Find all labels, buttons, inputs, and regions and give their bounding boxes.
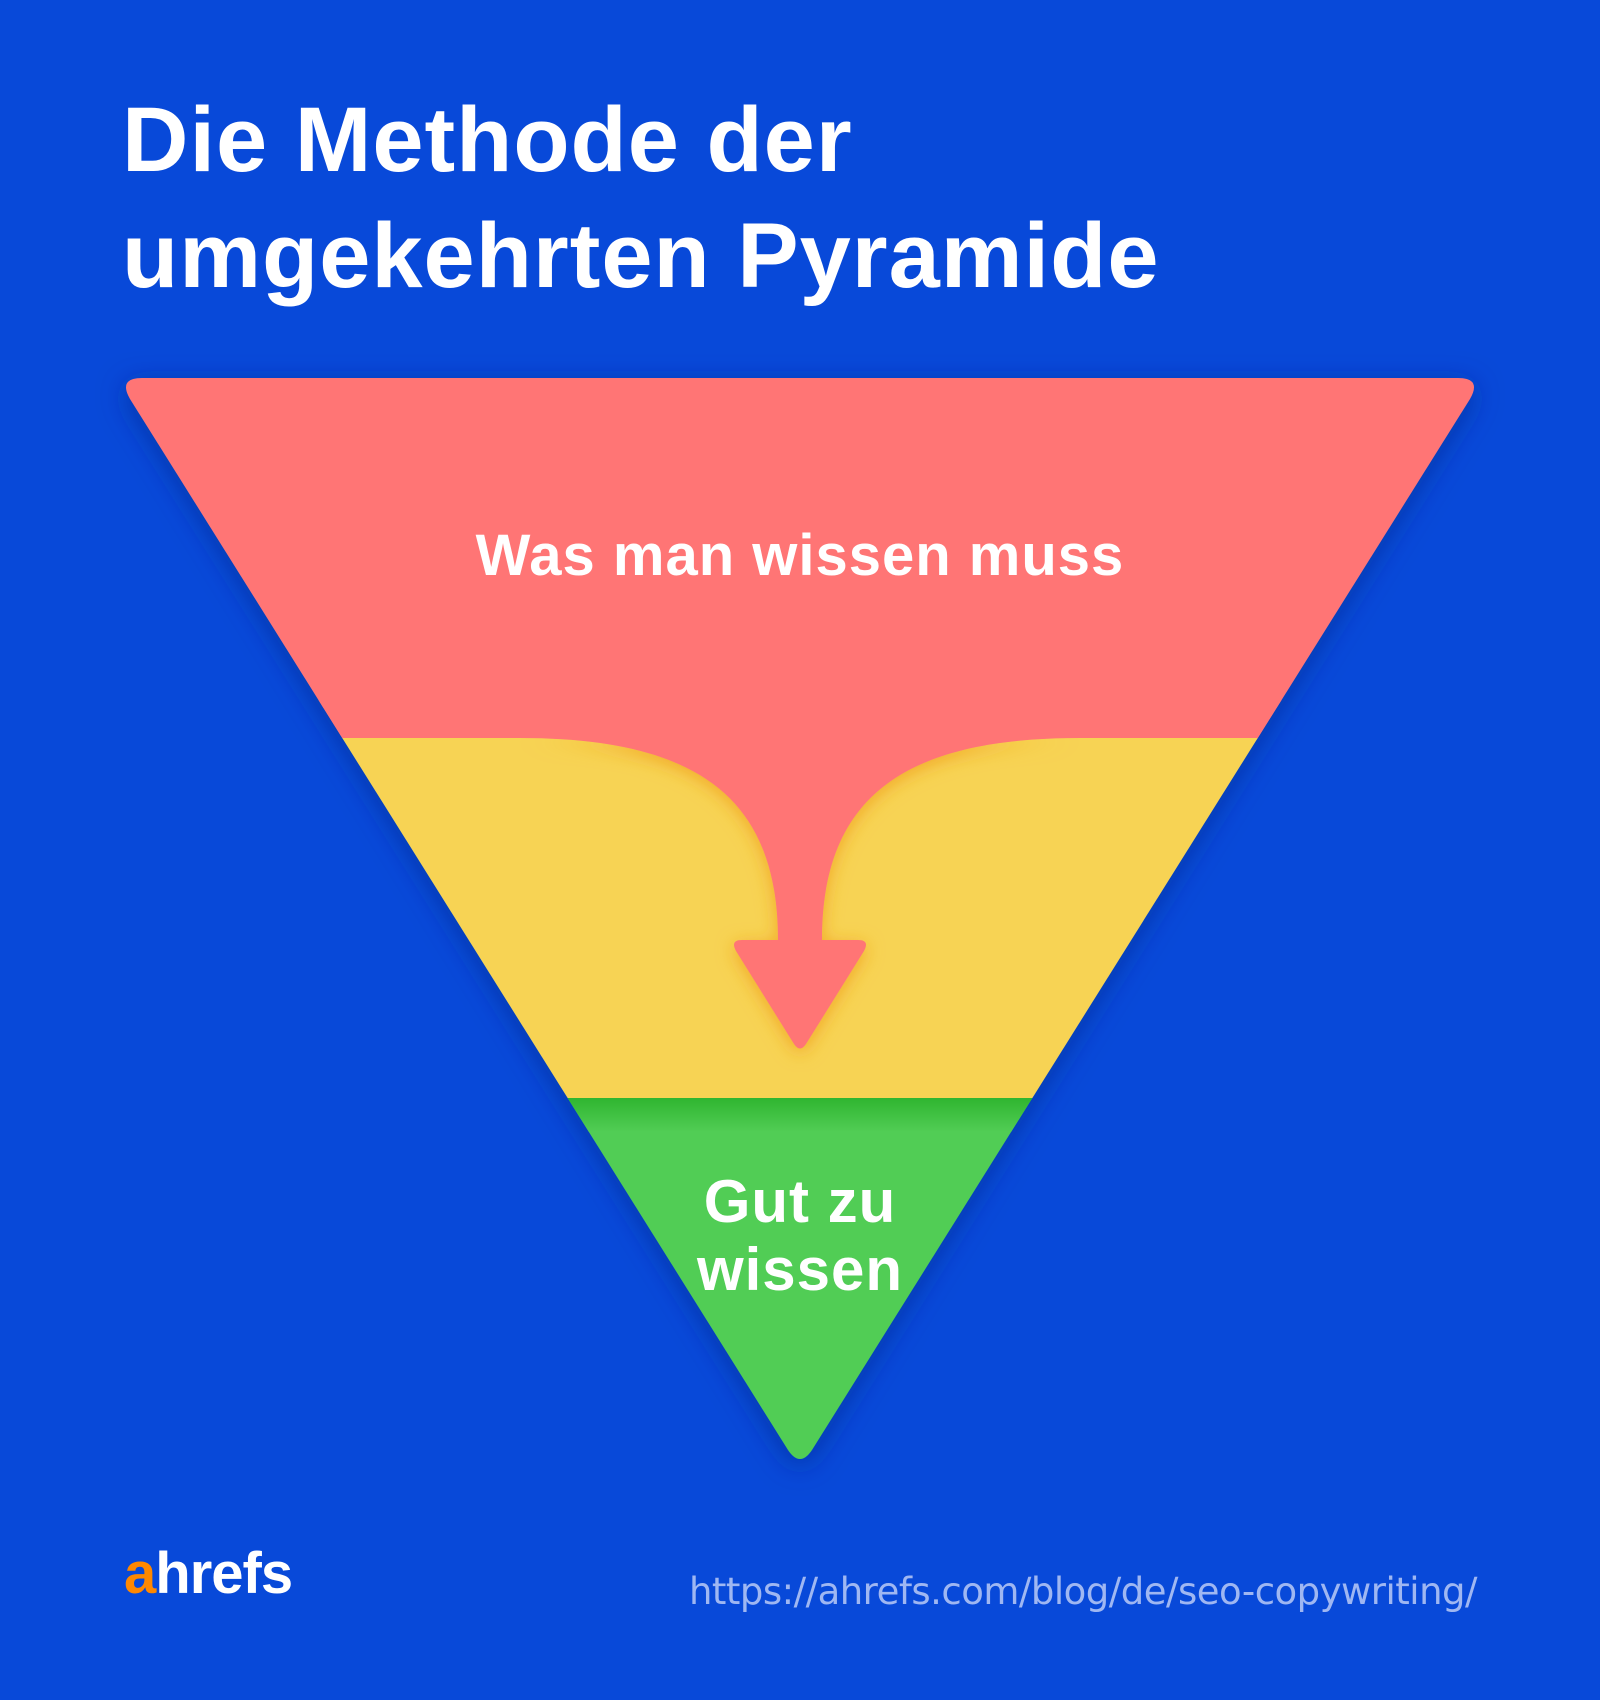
- layer-label-good-to-know: Gut zu wissen: [650, 1168, 950, 1304]
- ahrefs-logo[interactable]: ahrefs: [124, 1541, 293, 1606]
- logo-letter-a: a: [124, 1541, 156, 1606]
- page-title: Die Methode der umgekehrten Pyramide: [122, 82, 1159, 314]
- layer-label-line-1: Gut zu: [703, 1168, 897, 1235]
- layer-must-know: [126, 378, 1474, 738]
- layer-label-must-know: Was man wissen muss: [475, 523, 1125, 588]
- title-line-2: umgekehrten Pyramide: [122, 205, 1160, 307]
- source-url-link[interactable]: https://ahrefs.com/blog/de/seo-copywriti…: [688, 1570, 1478, 1613]
- arrow-down-icon: [520, 738, 1080, 1049]
- layer-label-line-2: wissen: [696, 1236, 904, 1303]
- logo-text: hrefs: [155, 1541, 293, 1606]
- title-line-1: Die Methode der: [122, 89, 853, 191]
